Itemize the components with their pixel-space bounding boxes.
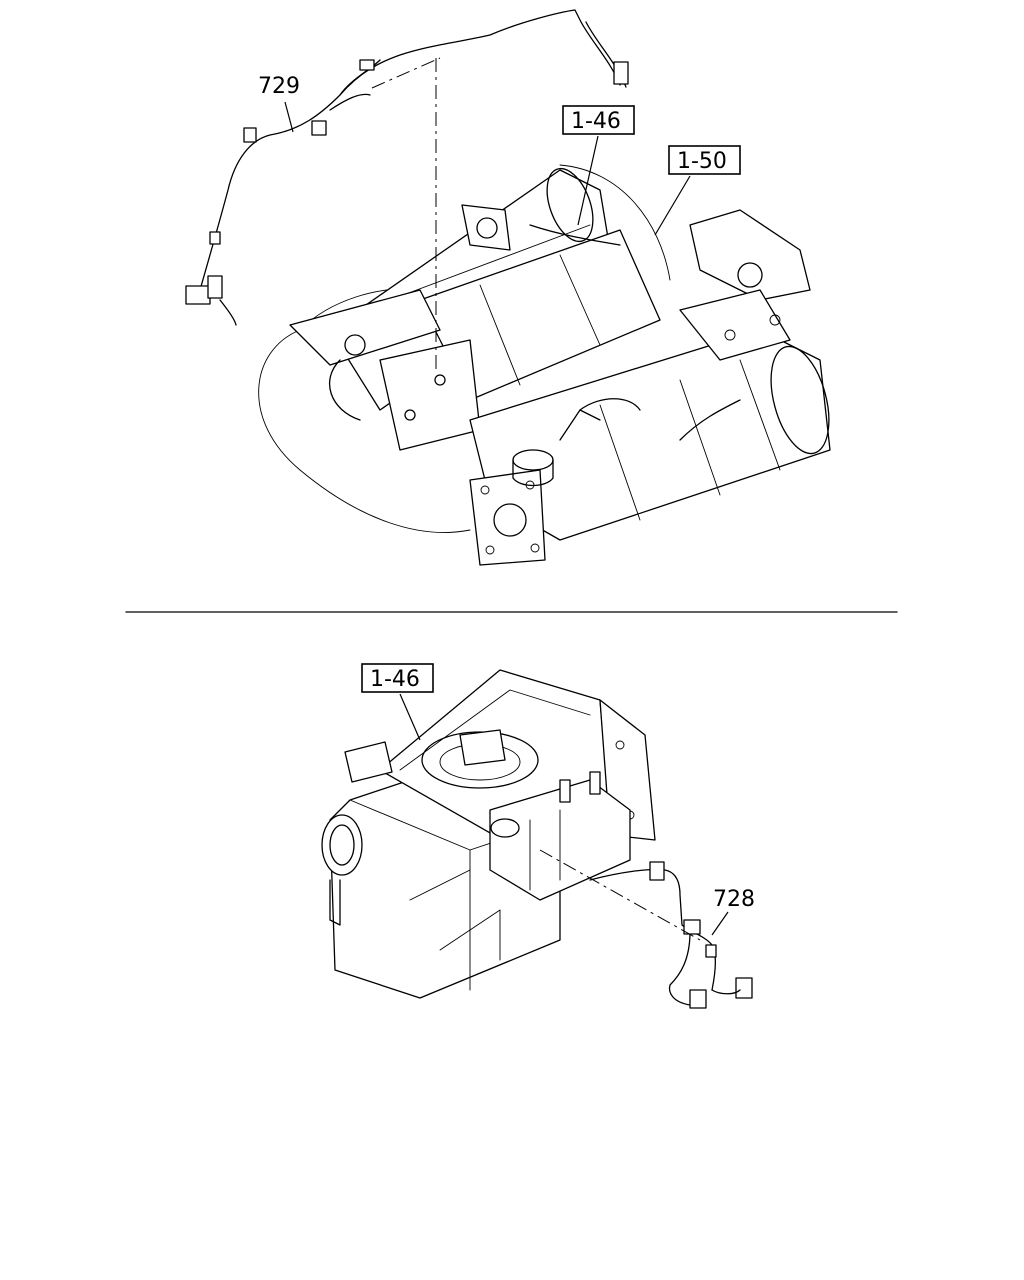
top-assembly [258, 164, 831, 566]
bottom-assembly [321, 669, 656, 999]
harness-728 [539, 849, 753, 1009]
callout-1-46-top: 1-46 [562, 105, 635, 226]
harness-729 [185, 9, 629, 372]
callout-1-46-top-label: 1-46 [571, 109, 621, 134]
callout-1-46-bottom: 1-46 [361, 663, 434, 741]
callout-1-50: 1-50 [654, 145, 741, 236]
callout-728: 728 [711, 887, 755, 936]
callout-728-label: 728 [713, 887, 755, 912]
callout-729-label: 729 [258, 74, 300, 99]
callout-1-46-bottom-label: 1-46 [370, 667, 420, 692]
callout-729: 729 [258, 74, 300, 133]
callout-1-50-label: 1-50 [677, 149, 727, 174]
